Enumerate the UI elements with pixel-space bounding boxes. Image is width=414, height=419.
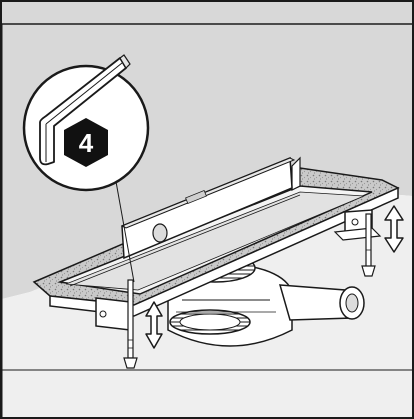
leveling-foot-right bbox=[333, 209, 382, 277]
detail-callout: 4 bbox=[22, 54, 150, 283]
double-arrow-height-adjust-icon bbox=[145, 301, 163, 349]
step-number: 4 bbox=[79, 128, 94, 158]
shower-channel bbox=[32, 156, 400, 317]
double-arrow-height-adjust-icon-right bbox=[384, 205, 404, 253]
leveling-screw-right bbox=[365, 213, 372, 269]
leveling-screw-left bbox=[127, 279, 134, 359]
level-vial bbox=[152, 223, 168, 243]
callout-leader-line bbox=[114, 175, 135, 283]
spirit-level bbox=[120, 156, 296, 260]
leveling-foot-left bbox=[95, 279, 138, 369]
hexagon-step-badge: 4 bbox=[64, 118, 108, 167]
hex-key-icon bbox=[39, 54, 131, 166]
level-vial-center bbox=[185, 189, 207, 205]
